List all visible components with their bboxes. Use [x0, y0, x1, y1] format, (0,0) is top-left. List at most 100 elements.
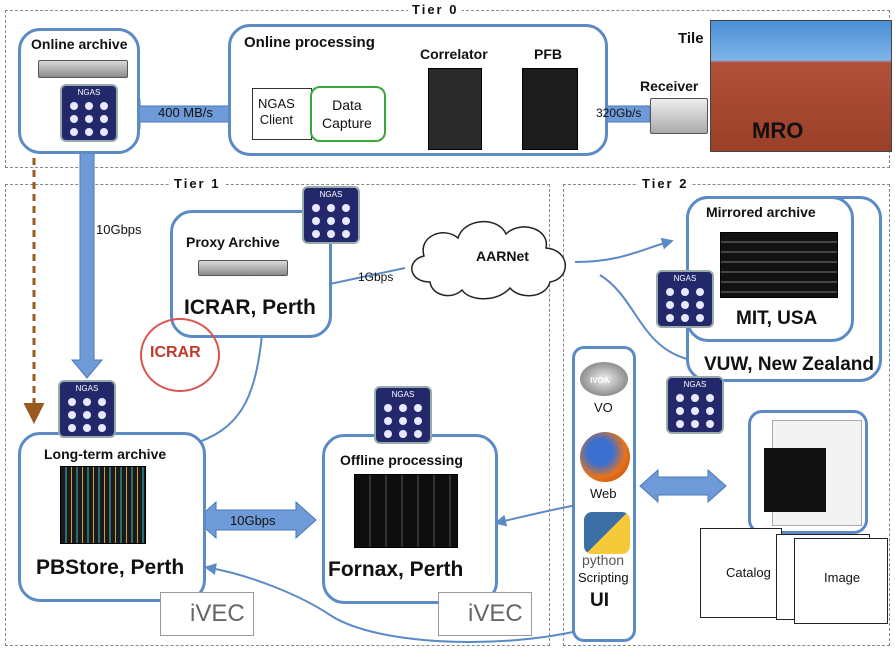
- offline-processing-title: Offline processing: [340, 452, 463, 468]
- mit-usa-label: MIT, USA: [736, 308, 818, 329]
- ngas-node: [312, 230, 320, 238]
- ivec-logo-left-text: iVEC: [190, 600, 245, 627]
- ui-to-offline: [494, 504, 578, 527]
- online-archive-server: [38, 60, 128, 78]
- ngas-node: [399, 430, 407, 438]
- ngas-node: [696, 301, 704, 309]
- ngas-node: [342, 230, 350, 238]
- ivoa-icon-text: IVOA: [590, 376, 610, 385]
- ngas-node: [100, 115, 108, 123]
- tier1-region: [5, 184, 550, 646]
- ngas-node: [70, 102, 78, 110]
- pfb-title: PFB: [534, 46, 562, 62]
- ngas-node: [312, 204, 320, 212]
- data-capture-label: Data Capture: [322, 97, 372, 131]
- aarnet-to-mirrored: [574, 237, 674, 263]
- link-320gbs-label: 320Gb/s: [596, 106, 642, 120]
- ngas-node: [706, 420, 714, 428]
- python-icon: [584, 512, 630, 554]
- ngas-node: [68, 424, 76, 432]
- data-capture-box: [310, 86, 386, 142]
- ngas-node: [696, 288, 704, 296]
- ngas-node: [414, 430, 422, 438]
- ivec-logo-left: [160, 592, 254, 636]
- icrar-logo: [140, 318, 220, 392]
- link-10gbps-down-label: 10Gbps: [96, 222, 142, 237]
- arrow-10gbps-down: [70, 149, 104, 379]
- ngas-node: [399, 404, 407, 412]
- ngas-node: [681, 301, 689, 309]
- receiver-device: [650, 98, 708, 134]
- aarnet-cloud: [411, 220, 567, 300]
- ngas-node: [681, 288, 689, 296]
- mirrored-ngas-icon: NGAS: [656, 270, 714, 328]
- longterm-ngas-icon: NGAS: [58, 380, 116, 438]
- catalog-label: Catalog: [726, 565, 771, 580]
- vo-label: VO: [594, 400, 613, 415]
- mirrored-archive-rack: [720, 232, 838, 298]
- ngas-node: [691, 407, 699, 415]
- proxy-to-longterm-curve: [189, 334, 263, 446]
- correlator-title: Correlator: [420, 46, 488, 62]
- ngas-node: [312, 217, 320, 225]
- proxy-archive-server: [198, 260, 288, 276]
- mro-photo: [710, 20, 892, 152]
- ngas-node: [706, 394, 714, 402]
- firefox-icon: [580, 432, 630, 482]
- ngas-node: [100, 128, 108, 136]
- proxy-archive-title: Proxy Archive: [186, 234, 280, 250]
- tier2-region: [563, 184, 890, 646]
- online-archive-title: Online archive: [31, 36, 128, 52]
- ngas-node: [100, 102, 108, 110]
- tier1-label: Tier 1: [170, 176, 225, 191]
- ngas-node: [83, 411, 91, 419]
- ngas-node: [676, 420, 684, 428]
- ngas-node: [98, 411, 106, 419]
- link-10gbps-double-label: 10Gbps: [230, 513, 276, 528]
- ngas-client-box: [252, 88, 312, 140]
- ui-label: UI: [590, 590, 609, 611]
- ivoa-icon: [580, 362, 628, 396]
- ngas-client-label: NGAS Client: [258, 96, 295, 127]
- vuw-ngas-icon: NGAS: [666, 376, 724, 434]
- aarnet-label: AARNet: [476, 248, 529, 264]
- ivec-logo-right-text: iVEC: [468, 600, 523, 627]
- ngas-node: [68, 411, 76, 419]
- vuw-nz-label: VUW, New Zealand: [704, 354, 874, 375]
- ngas-node: [83, 424, 91, 432]
- ngas-node: [706, 407, 714, 415]
- ngas-node: [85, 102, 93, 110]
- tier0-label: Tier 0: [408, 2, 463, 17]
- arrow-ui-catalog-double: [639, 468, 727, 504]
- pbstore-perth-label: PBStore, Perth: [36, 556, 185, 579]
- ngas-node: [342, 204, 350, 212]
- ngas-node: [70, 115, 78, 123]
- ngas-node: [327, 204, 335, 212]
- python-text: python: [582, 552, 625, 568]
- fornax-rack-image: [354, 474, 458, 548]
- ngas-node: [676, 394, 684, 402]
- ngas-node: [384, 417, 392, 425]
- link-400mbs-label: 400 MB/s: [158, 105, 213, 120]
- viewer-dark-image: [764, 448, 826, 512]
- ngas-node: [414, 417, 422, 425]
- ngas-node: [384, 430, 392, 438]
- pfb-rack: [522, 68, 578, 150]
- link-1gbps-label: 1Gbps: [358, 270, 394, 284]
- ivec-logo-right: [438, 592, 532, 636]
- online-processing-title: Online processing: [244, 34, 375, 51]
- ngas-node: [342, 217, 350, 225]
- ngas-node: [414, 404, 422, 412]
- proxy-ngas-icon: NGAS: [302, 186, 360, 244]
- ngas-node: [666, 301, 674, 309]
- ngas-node: [98, 424, 106, 432]
- image-doc-front: [794, 538, 888, 624]
- receiver-title: Receiver: [640, 78, 699, 94]
- ngas-node: [384, 404, 392, 412]
- ngas-node: [98, 398, 106, 406]
- ngas-node: [666, 314, 674, 322]
- ngas-node: [691, 420, 699, 428]
- ngas-node: [696, 314, 704, 322]
- image-label: Image: [824, 570, 861, 585]
